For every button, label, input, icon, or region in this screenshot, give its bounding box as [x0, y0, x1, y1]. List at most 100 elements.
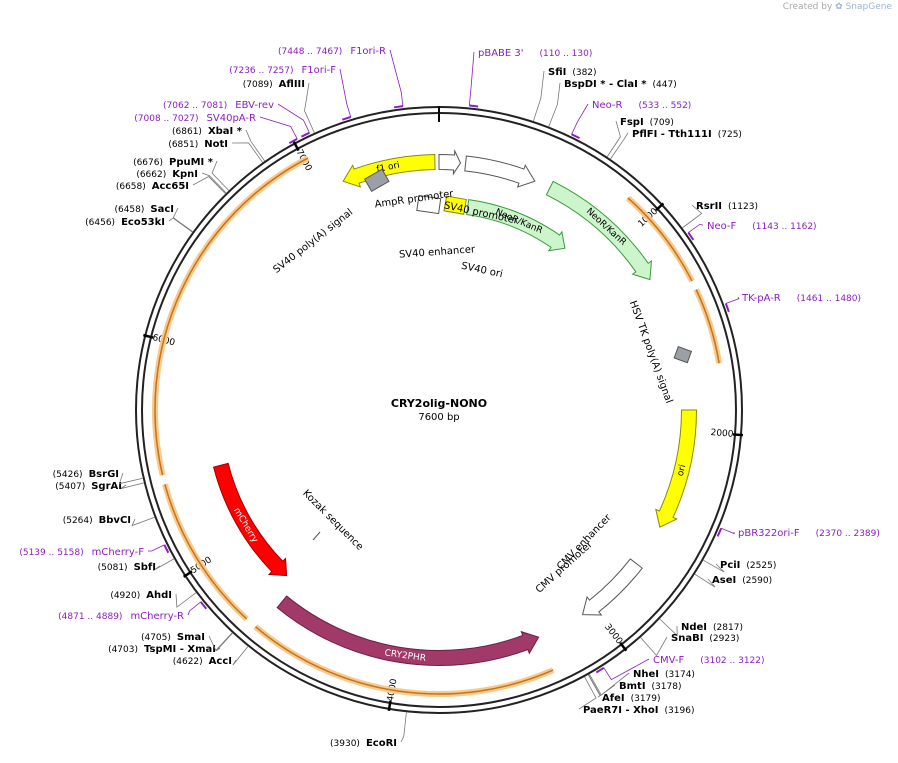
primer-mark[interactable]	[724, 303, 730, 313]
primer-range: (4871 .. 4889)	[58, 612, 122, 622]
site-paer7i[interactable]: PaeR7I - XhoI(3196)	[578, 676, 695, 716]
primer-mark[interactable]	[469, 104, 479, 108]
feature-cmv-enhancer[interactable]	[581, 558, 643, 616]
site-leader	[694, 573, 716, 588]
primers[interactable]: pBABE 3'(110 .. 130)Neo-R(533 .. 552) Neo…	[19, 46, 880, 681]
site-coord: (6458)	[114, 205, 144, 215]
site-leader	[659, 618, 678, 637]
feature-arrow[interactable]	[581, 558, 643, 616]
site-label: (4705)SmaI	[141, 632, 205, 643]
primer-mark[interactable]	[687, 232, 695, 241]
sv40-polya-box[interactable]	[363, 168, 390, 193]
feature-sv40-ori[interactable]	[443, 195, 467, 215]
restriction-sites[interactable]: SfiI(382)BspDI * - ClaI *(447)FspI(709)P…	[53, 67, 777, 749]
feature-arrow[interactable]	[464, 155, 536, 188]
site-pcii[interactable]: PciI(2525)	[703, 559, 776, 573]
feature-arrow[interactable]	[213, 462, 288, 577]
feature-f1-ori[interactable]: f1 ori	[342, 154, 436, 188]
site-ahdi[interactable]: (4920)AhdI	[110, 590, 197, 608]
site-ecori[interactable]: (3930)EcoRI	[330, 712, 407, 749]
site-label: NheI(3174)	[633, 669, 695, 680]
site-sgrai[interactable]: (5407)SgrAI	[55, 481, 144, 492]
primer-mcherry-f[interactable]: (5139 .. 5158)mCherry-F	[19, 544, 170, 558]
primer-name: pBR322ori-F	[738, 528, 800, 539]
feature-box[interactable]	[443, 195, 467, 215]
primer-mark[interactable]	[595, 666, 605, 674]
site-xbai[interactable]: (6861)XbaI *	[172, 126, 265, 162]
primer-mark[interactable]	[571, 133, 580, 140]
primer-mark[interactable]	[199, 601, 208, 610]
site-label: (6676)PpuMI *	[133, 157, 214, 168]
feature-arrow[interactable]	[545, 180, 653, 281]
feature-cry2phr[interactable]: CRY2PHR	[276, 595, 540, 666]
primer-f1ori-r[interactable]: (7448 .. 7467)F1ori-R	[278, 46, 404, 109]
primer-label: (7008 .. 7027)SV40pA-R	[134, 113, 256, 124]
primer-leader	[721, 527, 735, 535]
primer-pbr322ori-f[interactable]: pBR322ori-F(2370 .. 2389)	[716, 527, 880, 539]
feature-ori[interactable]: ori	[655, 409, 698, 528]
feature-arrow[interactable]	[276, 595, 540, 666]
site-bbvci[interactable]: (5264)BbvCI	[63, 515, 155, 527]
site-rsrii[interactable]: RsrII(1123)	[682, 201, 758, 229]
site-name: SbfI	[134, 562, 156, 573]
feature-arrow[interactable]	[438, 149, 462, 176]
feature-neor-kanr[interactable]: NeoR/KanR	[545, 180, 653, 281]
primer-label: (5139 .. 5158)mCherry-F	[19, 547, 144, 558]
feature-box[interactable]	[416, 195, 442, 215]
site-sfii[interactable]: SfiI(382)	[533, 67, 597, 122]
site-afei[interactable]: AfeI(3179)	[587, 674, 661, 704]
site-asei[interactable]: AseI(2590)	[694, 573, 772, 588]
primer-mark[interactable]	[300, 131, 310, 138]
feature-mcherry[interactable]: mCherry	[213, 462, 288, 577]
feature-sv40-promoter[interactable]	[464, 155, 536, 188]
site-ndei[interactable]: NdeI(2817)	[659, 618, 743, 637]
site-leader	[304, 82, 315, 133]
site-pflfi[interactable]: PflFI - Tth111I(725)	[610, 129, 742, 160]
site-bspdi[interactable]: BspDI * - ClaI *(447)	[548, 79, 677, 127]
site-kpni[interactable]: (6662)KpnI	[136, 169, 227, 194]
feature-ampr-promoter[interactable]	[438, 149, 462, 176]
site-sbfi[interactable]: (5081)SbfI	[98, 558, 175, 573]
feature-arrow[interactable]	[466, 199, 566, 252]
site-afliii[interactable]: (7089)AflIII	[243, 79, 315, 133]
primer-name: CMV-F	[653, 655, 684, 666]
site-fspi[interactable]: FspI(709)	[606, 117, 674, 157]
primer-f1ori-f[interactable]: (7236 .. 7257)F1ori-F	[229, 65, 352, 121]
primer-sv40pa-r[interactable]: (7008 .. 7027)SV40pA-R	[134, 113, 298, 144]
site-isoschizomer: - ClaI *	[605, 79, 647, 90]
site-noti[interactable]: (6851)NotI	[168, 139, 263, 163]
primer-label: (7236 .. 7257)F1ori-F	[229, 65, 336, 76]
feature-sv40-enhancer[interactable]	[416, 195, 442, 215]
primer-neo-f[interactable]: Neo-F(1143 .. 1162)	[687, 221, 817, 241]
primer-mark[interactable]	[393, 105, 404, 109]
site-snabi[interactable]: SnaBI(2923)	[640, 633, 740, 657]
site-coord: (3196)	[665, 706, 695, 716]
feature-arrow[interactable]	[655, 409, 698, 528]
site-ppumi[interactable]: (6676)PpuMI *	[133, 157, 229, 191]
primer-cmv-f[interactable]: CMV-F(3102 .. 3122)	[595, 655, 765, 681]
site-coord: (725)	[718, 130, 742, 140]
site-label: (6658)Acc65I	[116, 181, 189, 192]
site-saci[interactable]: (6458)SacI	[114, 204, 193, 233]
site-acci[interactable]: (4622)AccI	[173, 646, 249, 667]
primer-pbabe-3[interactable]: pBABE 3'(110 .. 130)	[468, 48, 592, 108]
site-eco53ki[interactable]: (6456)Eco53kI	[85, 217, 193, 233]
primer-mark[interactable]	[163, 544, 170, 554]
site-smai[interactable]: (4705)SmaI	[141, 632, 233, 652]
hsv-tk-polya-box[interactable]	[673, 345, 693, 364]
site-coord: (2817)	[713, 623, 743, 633]
primer-range: (1143 .. 1162)	[752, 222, 816, 232]
site-tspmi[interactable]: (4703)TspMI - XmaI	[108, 632, 233, 655]
primer-neo-r[interactable]: Neo-R(533 .. 552)	[571, 100, 692, 140]
site-bsrgi[interactable]: (5426)BsrGI	[53, 469, 143, 485]
site-coord: (6851)	[168, 140, 198, 150]
primer-mark[interactable]	[716, 527, 723, 537]
primer-mcherry-r[interactable]: (4871 .. 4889)mCherry-R	[58, 601, 208, 622]
site-acc65i[interactable]: (6658)Acc65I	[116, 176, 226, 194]
primer-mark[interactable]	[341, 116, 352, 121]
primer-mark[interactable]	[288, 137, 298, 144]
primer-ebv-rev[interactable]: (7062 .. 7081)EBV-rev	[163, 100, 310, 138]
primer-tk-pa-r[interactable]: TK-pA-R(1461 .. 1480)	[724, 293, 861, 313]
site-isoschizomer: - XhoI	[622, 705, 659, 716]
site-name: AhdI	[146, 590, 172, 601]
